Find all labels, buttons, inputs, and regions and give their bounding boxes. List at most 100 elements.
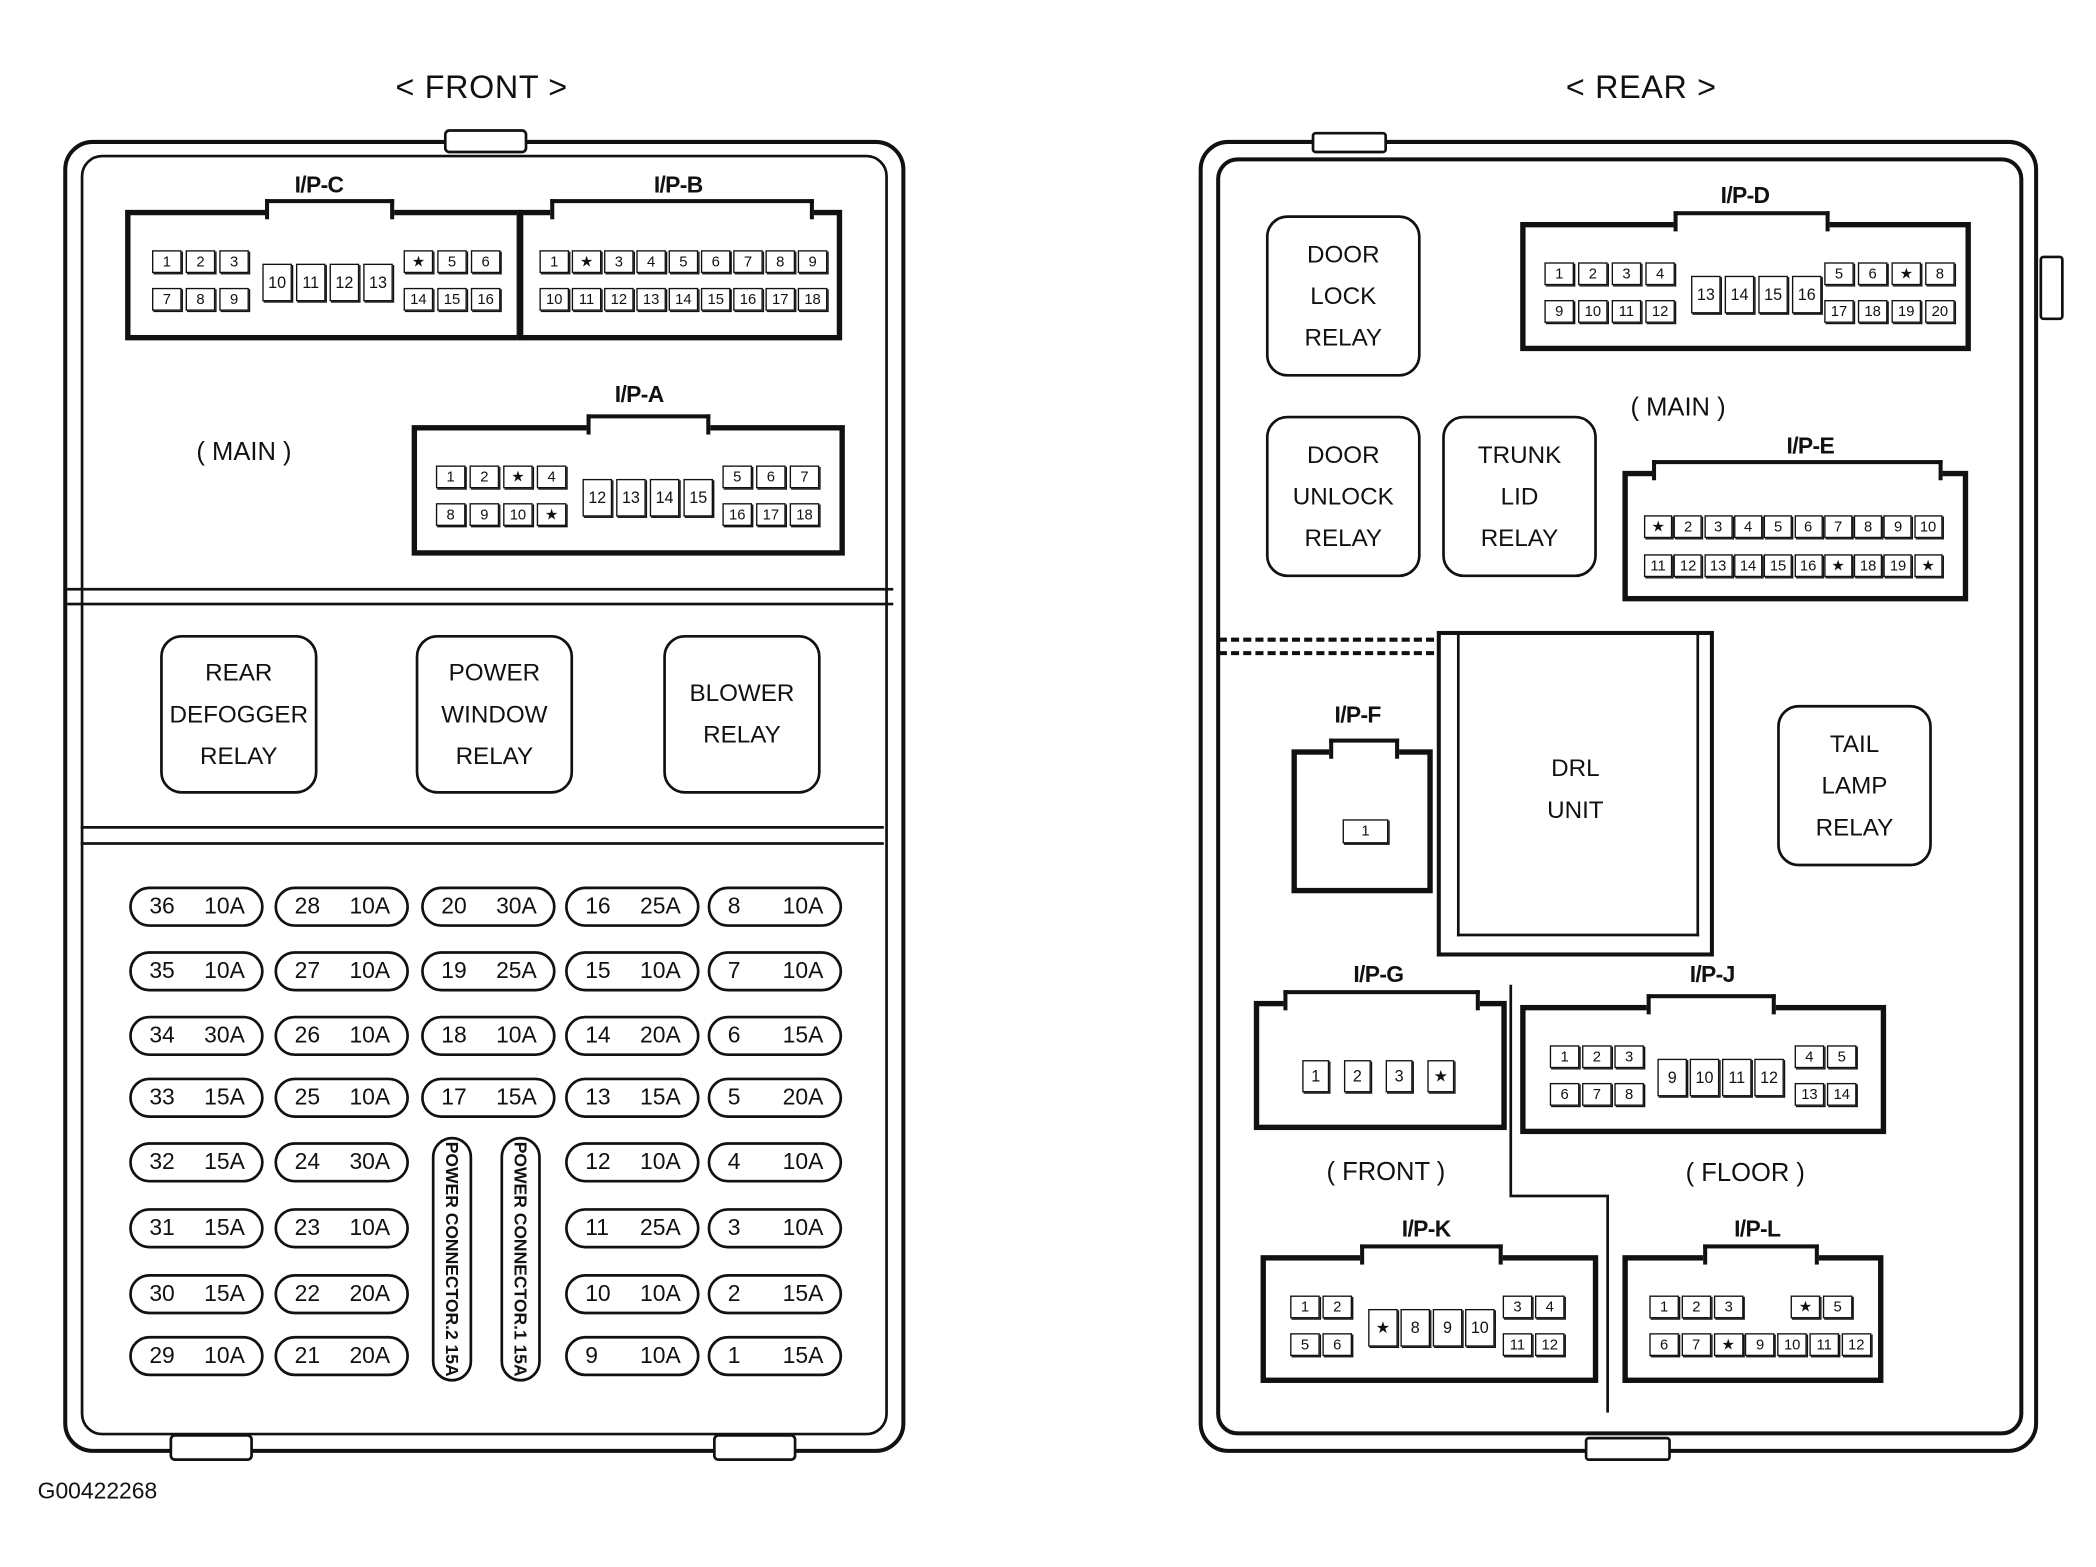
relay-line: LAMP <box>1821 771 1888 799</box>
connector-latch <box>1329 738 1400 759</box>
tail-lamp-relay[interactable]: TAIL LAMP RELAY <box>1777 704 1932 867</box>
connector-pin: 6 <box>1857 262 1888 286</box>
drl-unit-inner <box>1456 634 1700 937</box>
front-bottom-clip-right <box>713 1434 797 1461</box>
power-connector-1[interactable]: POWER CONNECTOR.1 15A <box>500 1136 541 1382</box>
power-connector-2[interactable]: POWER CONNECTOR.2 15A <box>431 1136 473 1382</box>
connector-pin: 19 <box>1891 300 1922 323</box>
power-window-relay[interactable]: POWER WINDOW RELAY <box>415 634 574 794</box>
fuse-number: 28 <box>294 893 321 919</box>
relay-line: REAR <box>205 658 273 686</box>
connector-latch <box>1360 1244 1503 1265</box>
rear-defogger-relay[interactable]: REAR DEFOGGER RELAY <box>160 634 318 794</box>
connector-pin: 15 <box>1758 275 1788 314</box>
connector-pin: ★ <box>536 503 567 527</box>
drl-unit[interactable]: DRL UNIT <box>1436 630 1714 957</box>
door-unlock-relay[interactable]: DOOR UNLOCK RELAY <box>1265 415 1421 578</box>
connector-pin: 3 <box>1703 515 1733 539</box>
door-lock-relay[interactable]: DOOR LOCK RELAY <box>1265 215 1421 377</box>
rear-dashed-divider-2 <box>1218 651 1435 656</box>
connector-pin: 14 <box>403 287 434 311</box>
connector-pin: 5 <box>1290 1333 1320 1357</box>
blower-relay[interactable]: BLOWER RELAY <box>663 634 821 794</box>
connector-pin: 15 <box>437 287 467 311</box>
connector-pin: 16 <box>733 287 763 311</box>
connector-pin: 14 <box>668 287 699 311</box>
connector-pin: 12 <box>1673 554 1703 578</box>
rear-split-line-3 <box>1606 1194 1609 1413</box>
fuse-number: 19 <box>441 957 467 984</box>
connector-pin: 2 <box>1322 1295 1353 1319</box>
connector-pin: ★ <box>1368 1308 1398 1347</box>
trunk-lid-relay[interactable]: TRUNK LID RELAY <box>1442 415 1597 578</box>
connector-pin: ★ <box>403 250 434 274</box>
connector-pin: 1 <box>1649 1295 1679 1319</box>
relay-line: RELAY <box>1480 523 1559 551</box>
connector-pin: 17 <box>765 287 796 311</box>
connector-pin: 10 <box>1689 1058 1720 1097</box>
connector-pin: 8 <box>765 250 796 274</box>
rear-floor-label: ( FLOOR ) <box>1685 1159 1805 1188</box>
rear-main-label: ( MAIN ) <box>1630 394 1726 423</box>
connector-pin: 7 <box>152 287 182 311</box>
fuse-number: 6 <box>727 1022 741 1048</box>
relay-line: DOOR <box>1306 440 1380 468</box>
connector-pin: 2 <box>1681 1295 1712 1319</box>
connector-pin: 16 <box>470 287 501 311</box>
fuse-amperage: 10A <box>640 1280 681 1307</box>
connector-pin: 9 <box>1544 300 1575 323</box>
connector-pin: 9 <box>797 250 828 274</box>
relay-line: RELAY <box>455 741 534 769</box>
connector-pin: 9 <box>1745 1333 1775 1357</box>
connector-pin: 4 <box>1733 515 1763 539</box>
connector-pin: 10 <box>1578 300 1608 323</box>
connector-pin: 12 <box>604 287 634 311</box>
fuse-amperage: 10A <box>640 957 681 984</box>
connector-pin: 10 <box>1465 1308 1495 1347</box>
connector-pin: 4 <box>1534 1295 1565 1319</box>
connector-pin: 16 <box>1793 554 1823 578</box>
connector-pin: 8 <box>185 287 216 311</box>
connector-pin: 8 <box>1400 1308 1431 1347</box>
connector-pin: 6 <box>470 250 501 274</box>
ipd-label: I/P-D <box>1720 182 1770 209</box>
connector-pin: 9 <box>219 287 249 311</box>
